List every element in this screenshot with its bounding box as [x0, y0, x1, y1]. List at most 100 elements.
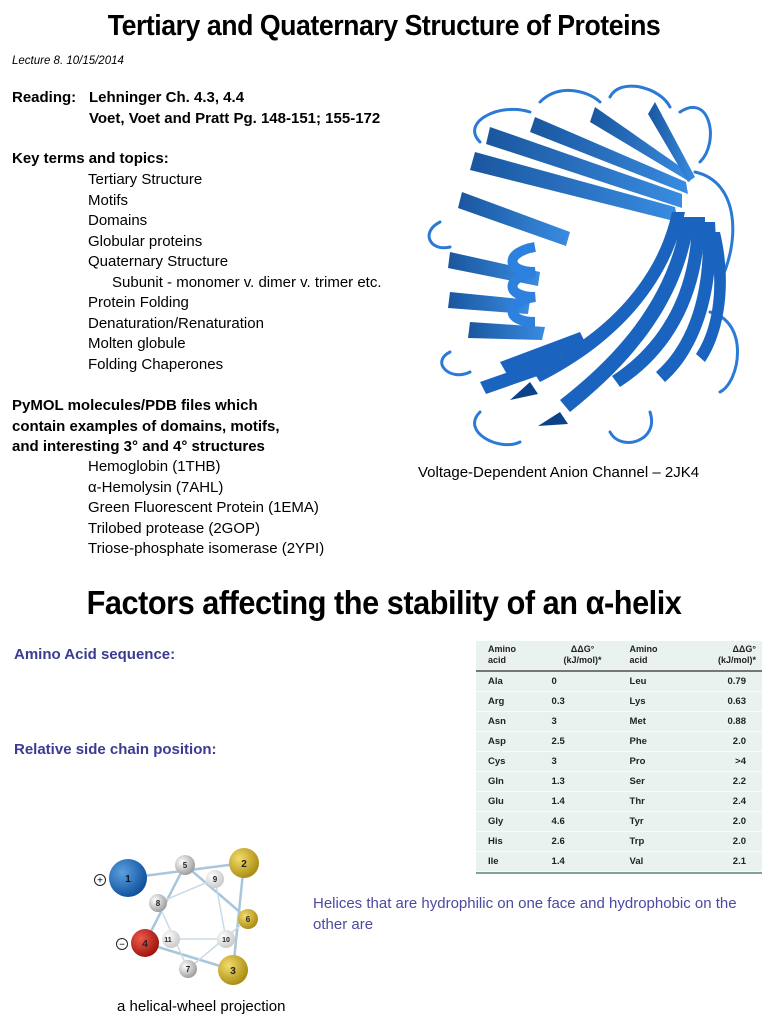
ddg-value-cell: 2.4 [681, 791, 762, 812]
pymol-heading-line: PyMOL molecules/PDB files which [12, 397, 258, 414]
reading-line: Lehninger Ch. 4.3, 4.4 [89, 89, 245, 106]
key-term: Motifs [88, 191, 129, 209]
section-title: Factors affecting the stability of an α-… [86, 584, 682, 621]
amino-acid-cell: Tyr [617, 811, 682, 832]
pymol-list: Hemoglobin (1THB) α-Hemolysin (7AHL) Gre… [88, 457, 324, 560]
amino-acid-cell: Ala [476, 671, 540, 692]
svg-text:11: 11 [164, 937, 172, 944]
svg-text:5: 5 [183, 861, 188, 870]
svg-text:1: 1 [125, 874, 131, 885]
amino-acid-cell: Gly [476, 811, 540, 832]
key-term: Domains [88, 212, 148, 229]
svg-text:7: 7 [186, 965, 191, 974]
pymol-heading-line: contain examples of domains, motifs, [12, 417, 280, 435]
svg-text:10: 10 [222, 937, 230, 944]
pymol-item: Green Fluorescent Protein (1EMA) [88, 499, 319, 516]
pymol-item: α-Hemolysin (7AHL) [88, 478, 224, 496]
ddg-value-cell: 0.3 [539, 691, 618, 712]
amino-acid-cell: Asp [476, 731, 540, 752]
key-term: Quaternary Structure [88, 253, 229, 270]
lecture-date: Lecture 8. 10/15/2014 [12, 55, 124, 67]
ddg-value-cell: 2.0 [681, 811, 762, 832]
key-term: Folding Chaperones [88, 355, 224, 373]
key-term: Globular proteins [88, 232, 203, 250]
pymol-heading: PyMOL molecules/PDB files which contain … [12, 396, 280, 458]
reading-section: Reading: Lehninger Ch. 4.3, 4.4 Voet, Voe… [12, 88, 380, 129]
ddg-value-cell: 0.63 [681, 691, 762, 712]
svg-text:6: 6 [246, 915, 251, 924]
key-term: Denaturation/Renaturation [88, 314, 264, 332]
svg-text:8: 8 [156, 899, 161, 908]
amino-acid-cell: Glu [476, 791, 540, 812]
amino-acid-cell: Asn [476, 711, 540, 732]
svg-text:3: 3 [230, 966, 236, 977]
amino-acid-cell: Val [617, 851, 682, 872]
ddg-value-cell: 3 [539, 711, 618, 732]
svg-text:2: 2 [241, 859, 247, 870]
col-header-ddg: ΔΔG°(kJ/mol)* [681, 641, 762, 672]
amino-acid-cell: Trp [617, 831, 682, 852]
amino-acid-cell: Gln [476, 771, 540, 792]
ddg-value-cell: 0.88 [681, 711, 762, 732]
wheel-caption: a helical-wheel projection [117, 998, 286, 1015]
ddg-value-cell: 1.4 [539, 791, 618, 812]
key-term: Molten globule [88, 335, 186, 352]
key-term: Protein Folding [88, 294, 189, 311]
ddg-value-cell: 2.2 [681, 771, 762, 792]
protein-ribbon-image [427, 84, 739, 447]
amino-acid-cell: Thr [617, 791, 682, 812]
pymol-heading-line: and interesting 3° and 4° structures [12, 438, 265, 455]
pymol-item: Trilobed protease (2GOP) [88, 519, 261, 537]
slide-title: Tertiary and Quaternary Structure of Pro… [107, 10, 661, 42]
pymol-item: Triose-phosphate isomerase (2YPI) [88, 540, 325, 557]
ddg-value-cell: 2.0 [681, 831, 762, 852]
ddg-value-cell: 1.4 [539, 851, 618, 872]
reading-line: Voet, Voet and Pratt Pg. 148-151; 155-17… [89, 109, 381, 127]
ddg-value-cell: >4 [681, 751, 762, 772]
ddg-value-cell: 0 [539, 671, 618, 692]
ddg-value-cell: 2.1 [681, 851, 762, 872]
ddg-value-cell: 2.5 [539, 731, 618, 752]
side-chain-position-heading: Relative side chain position: [14, 741, 217, 758]
amino-acid-cell: Pro [617, 751, 682, 772]
figure-caption: Voltage-Dependent Anion Channel – 2JK4 [418, 464, 700, 481]
amino-acid-cell: His [476, 831, 540, 852]
reading-label: Reading: [12, 89, 77, 106]
key-term-sub: Subunit - monomer v. dimer v. trimer etc… [112, 273, 382, 291]
ddg-value-cell: 1.3 [539, 771, 618, 792]
col-header-ddg: ΔΔG°(kJ/mol)* [539, 641, 618, 672]
amino-acid-cell: Leu [617, 671, 682, 692]
pymol-item: Hemoglobin (1THB) [88, 458, 221, 475]
helical-wheel-diagram: + − 1 2 3 4 5 6 7 8 9 10 11 [94, 848, 259, 985]
key-terms-list: Tertiary Structure Motifs Domains Globul… [88, 170, 382, 375]
amino-acid-sequence-heading: Amino Acid sequence: [14, 646, 176, 663]
amino-acid-cell: Arg [476, 691, 540, 712]
ddg-value-cell: 3 [539, 751, 618, 772]
svg-text:+: + [97, 876, 103, 887]
svg-text:4: 4 [142, 939, 148, 950]
amphipathic-helix-note: Helices that are hydrophilic on one face… [313, 895, 737, 933]
ddg-value-cell: 2.0 [681, 731, 762, 752]
svg-text:9: 9 [213, 875, 218, 884]
amino-acid-cell: Met [617, 711, 682, 732]
amino-acid-cell: Cys [476, 751, 540, 772]
ddg-value-cell: 2.6 [539, 831, 618, 852]
ddg-value-cell: 4.6 [539, 811, 618, 832]
svg-text:−: − [119, 940, 125, 951]
ddg-value-cell: 0.79 [681, 671, 762, 692]
amino-acid-cell: Ser [617, 771, 682, 792]
